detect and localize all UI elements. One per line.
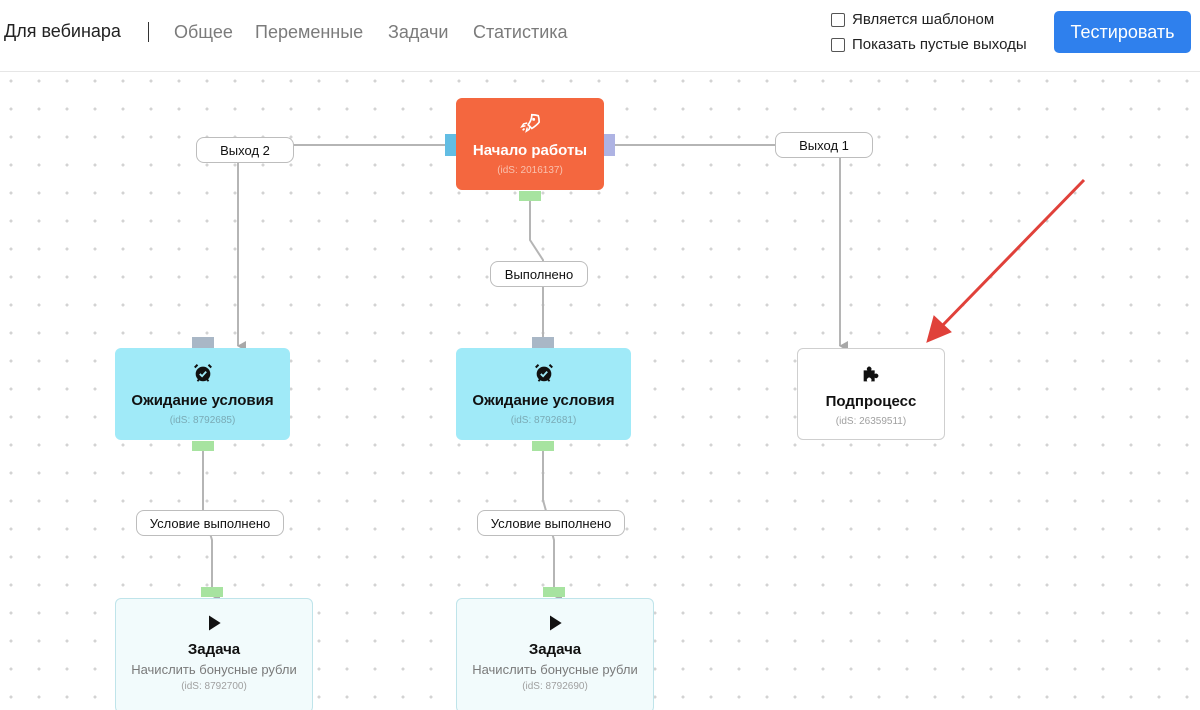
wait-1-input-port[interactable] [192,337,214,348]
is-template-checkbox[interactable] [831,12,845,27]
edge-label-done[interactable]: Выполнено [490,261,588,287]
start-node-title: Начало работы [472,142,588,159]
wait-2-input-port[interactable] [532,337,554,348]
show-empty-exits-option[interactable]: Показать пустые выходы [831,36,1027,53]
tab-statistics[interactable]: Статистика [473,22,568,42]
wait-1-output-port[interactable] [192,441,214,451]
rocket-icon [520,113,540,133]
start-output-port[interactable] [603,134,615,156]
task-node-2-title: Задача [528,641,582,658]
show-empty-exits-label: Показать пустые выходы [852,36,1027,53]
show-empty-exits-checkbox[interactable] [831,37,845,52]
task-1-input-port[interactable] [201,587,223,597]
start-node[interactable]: Начало работы (idS: 2016137) [456,98,604,190]
subprocess-node-title: Подпроцесс [825,393,917,410]
subprocess-node[interactable]: Подпроцесс (idS: 26359511) [797,348,945,440]
wait-2-output-port[interactable] [532,441,554,451]
test-button[interactable]: Тестировать [1054,11,1191,53]
alarm-clock-icon [534,364,553,382]
top-toolbar: Для вебинара Общее Переменные Задачи Ста… [0,0,1200,72]
play-icon [209,615,221,631]
edge-label-condition-1[interactable]: Условие выполнено [136,510,284,536]
task-node-2[interactable]: Задача Начислить бонусные рубли (idS: 87… [456,598,654,710]
wait-node-2-title: Ожидание условия [472,392,615,409]
task-node-1-title: Задача [187,641,241,658]
edge-label-exit-2[interactable]: Выход 2 [196,137,294,163]
task-node-1[interactable]: Задача Начислить бонусные рубли (idS: 87… [115,598,313,710]
wait-node-1-id: (idS: 8792685) [169,415,236,426]
task-node-1-id: (idS: 8792700) [181,681,247,692]
subprocess-node-id: (idS: 26359511) [835,416,907,427]
play-icon [550,615,562,631]
is-template-label: Является шаблоном [852,11,995,28]
task-node-2-subtitle: Начислить бонусные рубли [472,662,638,677]
puzzle-icon [863,366,879,382]
tab-tasks[interactable]: Задачи [388,22,449,42]
task-node-2-id: (idS: 8792690) [522,681,588,692]
start-done-port[interactable] [519,191,541,201]
header-divider [148,22,149,42]
wait-condition-node-2[interactable]: Ожидание условия (idS: 8792681) [456,348,631,440]
is-template-option[interactable]: Является шаблоном [831,11,994,28]
start-input-port[interactable] [445,134,457,156]
wait-node-1-title: Ожидание условия [131,392,274,409]
edge-label-condition-2[interactable]: Условие выполнено [477,510,625,536]
start-node-id: (idS: 2016137) [497,165,563,176]
edge-label-exit-1[interactable]: Выход 1 [775,132,873,158]
alarm-clock-icon [193,364,212,382]
task-node-1-subtitle: Начислить бонусные рубли [131,662,297,677]
tab-general[interactable]: Общее [174,22,233,42]
wait-node-2-id: (idS: 8792681) [510,415,577,426]
wait-condition-node-1[interactable]: Ожидание условия (idS: 8792685) [115,348,290,440]
task-2-input-port[interactable] [543,587,565,597]
tab-variables[interactable]: Переменные [255,22,364,42]
flow-title: Для вебинара [4,21,121,41]
